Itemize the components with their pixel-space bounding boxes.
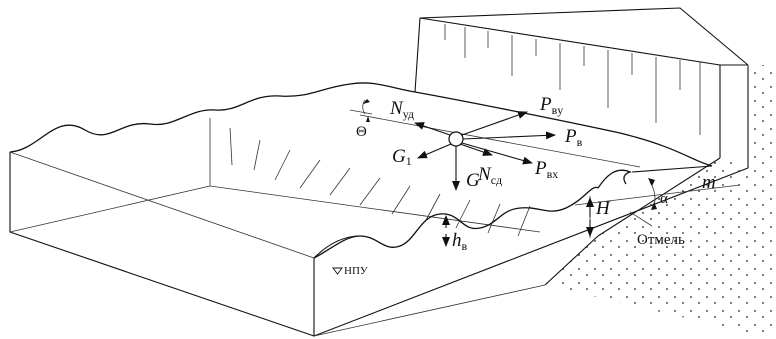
slope-hatching: [229, 127, 531, 237]
otmel-leader: [629, 211, 653, 227]
label-n-ud: Nуд: [389, 98, 414, 121]
arrow-n-sd: [459, 143, 493, 156]
label-alpha: α: [660, 191, 668, 207]
label-otmel: Отмель: [637, 232, 685, 248]
ground-sand: [544, 65, 776, 339]
front-wave: [313, 186, 599, 259]
alpha-angle-mark: [648, 178, 657, 210]
cliff: [414, 7, 749, 158]
arrow-n-ud: [414, 122, 451, 136]
label-n-sd: Nсд: [477, 164, 502, 187]
arrow-p-vy: [461, 111, 528, 136]
force-vectors: [414, 111, 556, 191]
label-h-v: hв: [452, 230, 468, 253]
inner-lines: [9, 118, 546, 337]
arrow-g1: [417, 143, 452, 159]
label-p-v: Pв: [564, 126, 583, 149]
arrow-p-vx: [461, 142, 533, 165]
label-g: G: [466, 170, 480, 191]
label-h: H: [595, 198, 611, 219]
label-m: m: [702, 172, 716, 193]
wave-curl: [597, 169, 632, 189]
cliff-hatching: [444, 24, 701, 135]
label-p-vx: Pвx: [534, 158, 558, 181]
label-g1: G1: [392, 146, 412, 168]
arrow-p-v: [462, 131, 556, 140]
back-wave: [9, 82, 713, 167]
theta-angle-mark: [349, 99, 373, 122]
label-npu: НПУ: [344, 265, 368, 277]
label-p-vy: Pвy: [539, 94, 563, 117]
front-crest: [313, 235, 361, 259]
label-theta: Θ: [356, 124, 367, 140]
water-level-back: [359, 114, 641, 168]
npu-level-icon: [332, 267, 343, 275]
